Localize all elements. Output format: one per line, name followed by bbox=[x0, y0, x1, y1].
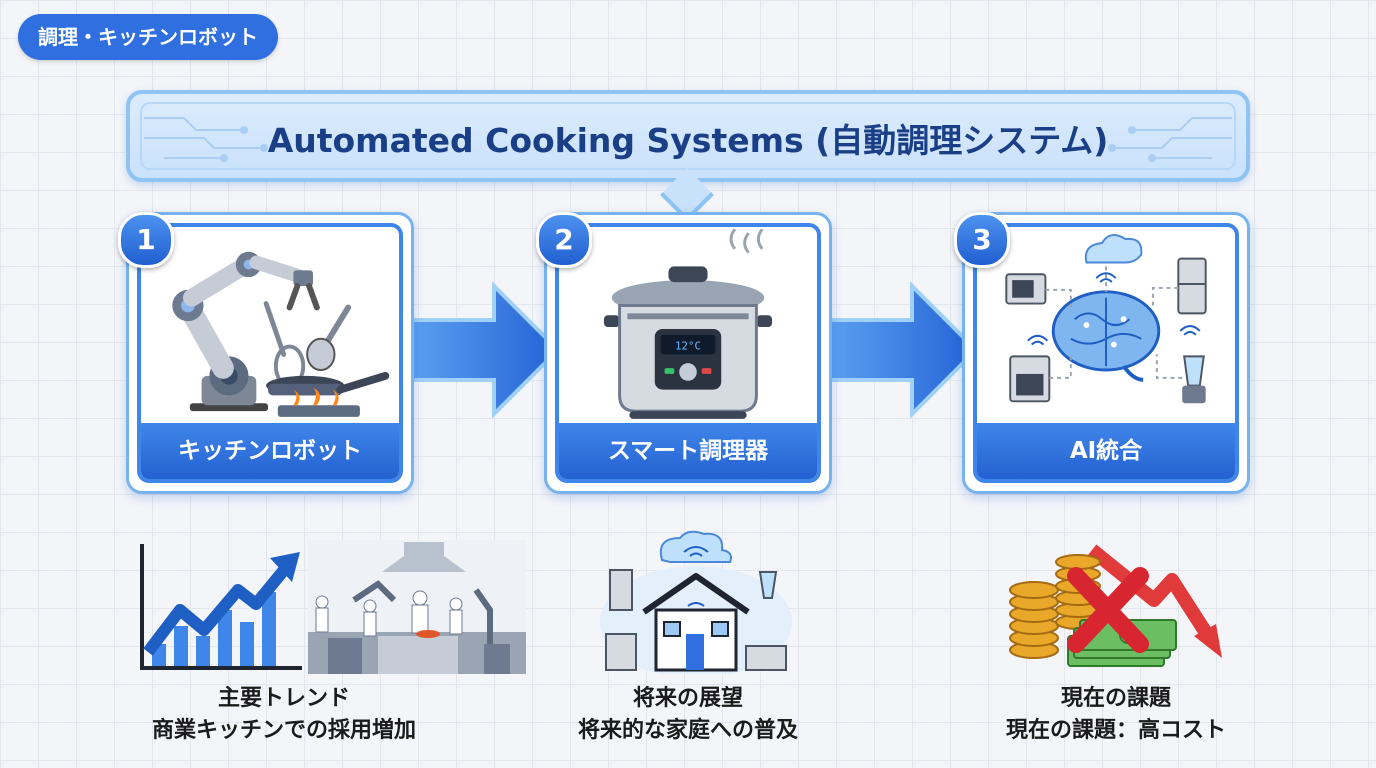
step-number-badge: 3 bbox=[954, 212, 1010, 268]
smart-home-icon bbox=[600, 530, 792, 674]
step-frame: 12°C スマート調理器 bbox=[555, 223, 821, 483]
growth-chart-icon bbox=[140, 544, 302, 670]
page-title: Automated Cooking Systems (自動調理システム) bbox=[267, 121, 1109, 160]
high-cost-icon bbox=[1009, 544, 1222, 667]
flow-arrow-2 bbox=[820, 282, 979, 418]
caption-heading: 主要トレンド bbox=[217, 686, 350, 711]
caption-trend: 主要トレンド 商業キッチンでの採用増加 bbox=[124, 683, 444, 747]
robot-arm-icon bbox=[172, 251, 390, 417]
pressure-cooker-icon: 12°C bbox=[603, 228, 773, 419]
step-card-kitchen-robot: キッチンロボット bbox=[126, 212, 414, 494]
step-frame: AI統合 bbox=[973, 223, 1239, 483]
caption-heading: 将来の展望 bbox=[632, 686, 743, 711]
step-label: AI統合 bbox=[977, 423, 1235, 479]
step-card-smart-cooker: 12°C スマート調理器 bbox=[544, 212, 832, 494]
step-label: キッチンロボット bbox=[141, 423, 399, 479]
caption-heading: 現在の課題 bbox=[1060, 686, 1171, 711]
caption-future: 将来の展望 将来的な家庭への普及 bbox=[540, 683, 836, 747]
caption-challenge: 現在の課題 現在の課題：高コスト bbox=[966, 683, 1266, 747]
flow-arrow-1 bbox=[402, 282, 561, 418]
caption-text: 現在の課題：高コスト bbox=[1005, 718, 1226, 743]
cooker-display-text: 12°C bbox=[675, 340, 701, 353]
circuit-decoration-left bbox=[144, 117, 268, 162]
ai-brain-network-icon bbox=[1005, 234, 1207, 404]
step-label: スマート調理器 bbox=[559, 423, 817, 479]
caption-text: 将来的な家庭への普及 bbox=[577, 718, 798, 743]
step-number-badge: 2 bbox=[536, 212, 592, 268]
circuit-decoration-right bbox=[1108, 117, 1232, 162]
title-pointer-cover bbox=[650, 170, 720, 178]
caption-text: 商業キッチンでの採用増加 bbox=[151, 718, 416, 743]
category-tag: 調理・キッチンロボット bbox=[18, 14, 278, 60]
step-frame: キッチンロボット bbox=[137, 223, 403, 483]
step-card-ai-integration: AI統合 bbox=[962, 212, 1250, 494]
step-number-badge: 1 bbox=[118, 212, 174, 268]
commercial-kitchen-scene-icon bbox=[308, 540, 526, 674]
